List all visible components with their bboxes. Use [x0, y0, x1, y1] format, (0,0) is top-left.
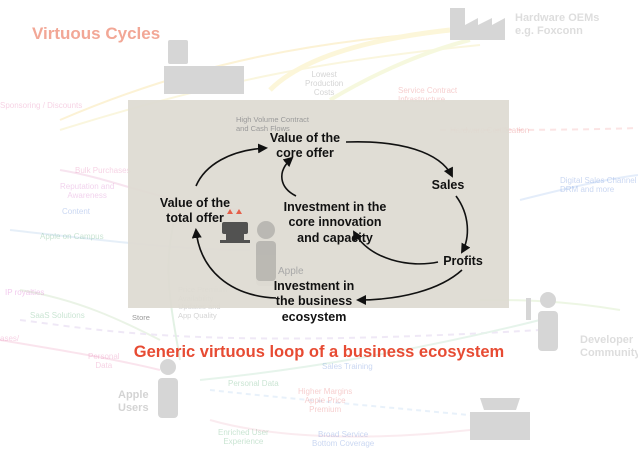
node-core-offer: Value of the core offer [269, 131, 341, 161]
high-volume-label: High Volume Contract and Cash Flows [236, 115, 309, 133]
cases-label: ases/ [0, 334, 20, 343]
diagram-title: Virtuous Cycles [32, 24, 161, 43]
euro-store-icon [164, 40, 244, 94]
shop-basket-icon [470, 398, 530, 440]
reputation-label: Reputation and Awareness [60, 182, 115, 201]
arrow-core-to-sales [345, 140, 453, 178]
user-person-icon [158, 359, 178, 418]
content-label: Content [62, 207, 91, 216]
saas-label: SaaS Solutions [30, 311, 85, 320]
node-investment-ecosystem: Investment in the business ecosystem [273, 279, 355, 324]
arrow-profits-to-ecosystem [356, 269, 463, 305]
arrow-ecosystem-to-total [191, 228, 277, 299]
personal-data-label-2: Personal Data [228, 379, 279, 388]
diagram-caption: Generic virtuous loop of a business ecos… [133, 343, 505, 361]
arrow-sales-to-profits [455, 195, 471, 254]
enriched-experience-label: Enriched User Experience [218, 428, 269, 447]
developer-community-label: Developer Community [580, 334, 638, 359]
node-profits: Profits [443, 254, 483, 268]
apple-users-label: Apple Users [118, 389, 149, 414]
broad-service-label: Broad Service Bottom Coverage [312, 430, 375, 449]
sponsoring-label: Sponsoring / Discounts [0, 101, 83, 110]
service-contract-label: Service Contract Infrastructure [398, 86, 458, 104]
coffee-cup-icon [220, 209, 250, 243]
node-total-offer: Value of the total offer [159, 196, 231, 226]
hardware-oem-label: Hardware OEMs e.g. Foxconn [515, 12, 600, 37]
arrow-investment-core-to-core [281, 156, 297, 197]
bulk-purchases-label: Bulk Purchases [75, 166, 131, 175]
node-sales: Sales [431, 178, 465, 192]
higher-margins-label: Higher Margins Apple Price Premium [298, 387, 353, 415]
sales-training-label: Sales Training [322, 362, 373, 371]
arrow-profits-to-investment-core [353, 230, 439, 265]
center-person-body [256, 241, 276, 281]
apple-on-campus-label: Apple on Campus [40, 232, 104, 241]
loop-panel [128, 100, 509, 308]
ip-royalties-label: IP royalties [5, 288, 45, 297]
apple-center-label: Apple [278, 266, 304, 277]
lowest-costs-label: Lowest Production Costs [305, 70, 344, 98]
arrow-total-to-core [195, 143, 268, 187]
digital-sales-label: Digital Sales Channel DRM and more [560, 176, 637, 195]
developer-person-icon [526, 292, 558, 351]
personal-data-label-1: Personal Data [88, 352, 120, 371]
center-person-icon [257, 221, 275, 239]
store-label: Store [132, 313, 150, 322]
factory-icon [450, 8, 505, 40]
node-investment-core: Investment in the core innovation and ca… [283, 200, 387, 245]
